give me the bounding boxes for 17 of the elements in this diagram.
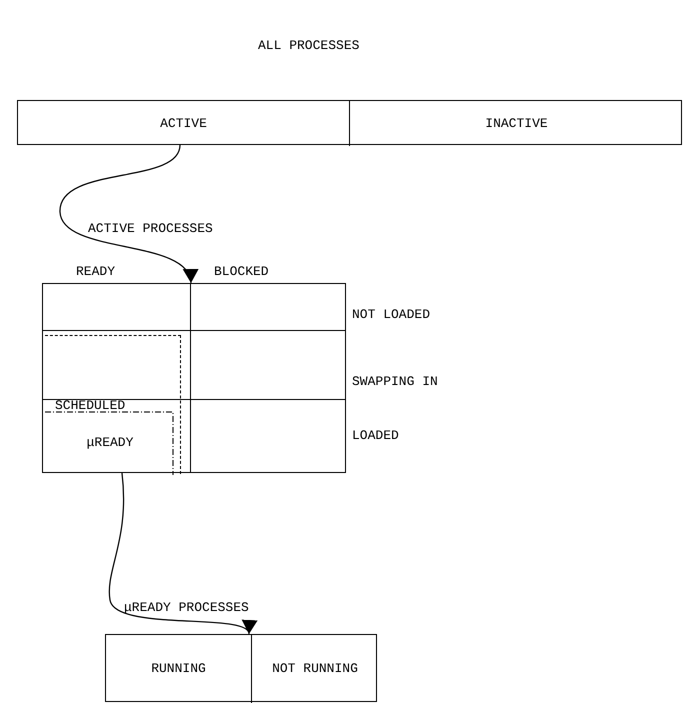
node-heading: ACTIVE PROCESSES — [88, 220, 213, 238]
node-label: SCHEDULED — [55, 397, 126, 415]
micro-ready-region — [45, 410, 175, 475]
column-header: BLOCKED — [214, 263, 269, 281]
column-header: READY — [76, 263, 116, 281]
node-heading: ALL PROCESSES — [258, 37, 360, 55]
arrow — [59, 144, 196, 284]
process-bar — [105, 634, 377, 702]
node-label: INACTIVE — [485, 114, 548, 133]
row-label: LOADED — [352, 427, 399, 445]
node-label: ACTIVE — [160, 114, 207, 133]
row-label: SWAPPING IN — [352, 373, 438, 391]
row-label: NOT LOADED — [352, 306, 430, 324]
node-label: NOT RUNNING — [272, 660, 358, 678]
process-bar — [17, 100, 682, 145]
node-label: μREADY — [86, 434, 134, 452]
node-label: RUNNING — [151, 660, 206, 678]
